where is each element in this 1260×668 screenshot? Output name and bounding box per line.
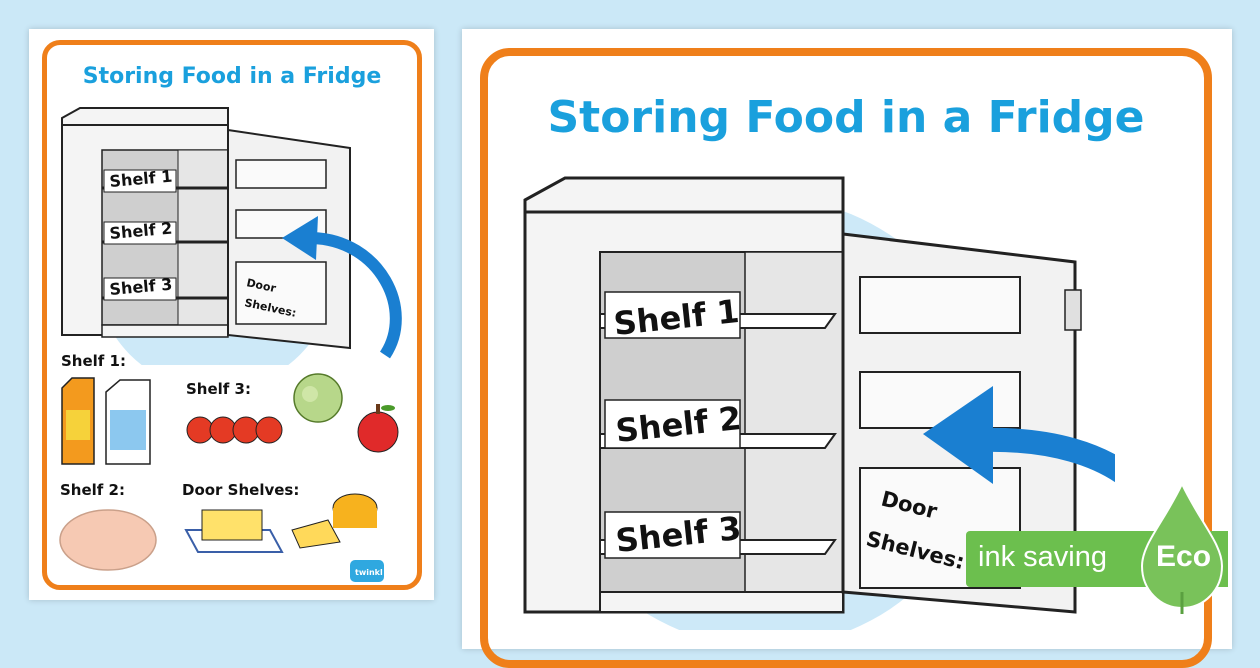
ink-drop-icon xyxy=(1140,482,1224,614)
apple-icon xyxy=(357,404,399,453)
milk-carton-icon xyxy=(105,379,151,465)
chicken-breast-icon xyxy=(59,509,157,571)
tomatoes-icon xyxy=(186,416,283,444)
small-poster-frame xyxy=(42,40,422,590)
small-fridge-illustration: Shelf 1 Shelf 2 Shelf 3 Door Shelves: xyxy=(61,107,402,365)
svg-text:twinkl: twinkl xyxy=(355,568,383,577)
small-food-items: twinkl xyxy=(59,373,399,582)
small-section-shelf2: Shelf 2: xyxy=(60,481,125,499)
juice-carton-icon xyxy=(61,377,95,465)
large-poster-title: Storing Food in a Fridge xyxy=(547,92,1145,143)
small-section-door: Door Shelves: xyxy=(182,481,300,499)
ink-saving-text: ink saving xyxy=(978,541,1107,573)
eco-label: Eco xyxy=(1156,540,1212,573)
twinkl-logo: twinkl xyxy=(350,560,384,582)
cheese-icon xyxy=(291,493,378,549)
small-poster-title: Storing Food in a Fridge xyxy=(82,64,382,89)
small-section-shelf3: Shelf 3: xyxy=(186,380,251,398)
butter-icon xyxy=(184,509,284,553)
small-fridge-top xyxy=(61,107,229,126)
large-fridge-backwall xyxy=(744,251,844,593)
large-curved-arrow xyxy=(984,427,1115,483)
lettuce-icon xyxy=(293,373,343,423)
small-section-shelf1: Shelf 1: xyxy=(61,352,126,370)
small-curved-arrow xyxy=(311,232,402,359)
large-fridge-illustration: Shelf 1 Shelf 2 Shelf 3 Door Shelves: xyxy=(523,176,1115,630)
small-door-label-1: Door xyxy=(245,276,277,295)
